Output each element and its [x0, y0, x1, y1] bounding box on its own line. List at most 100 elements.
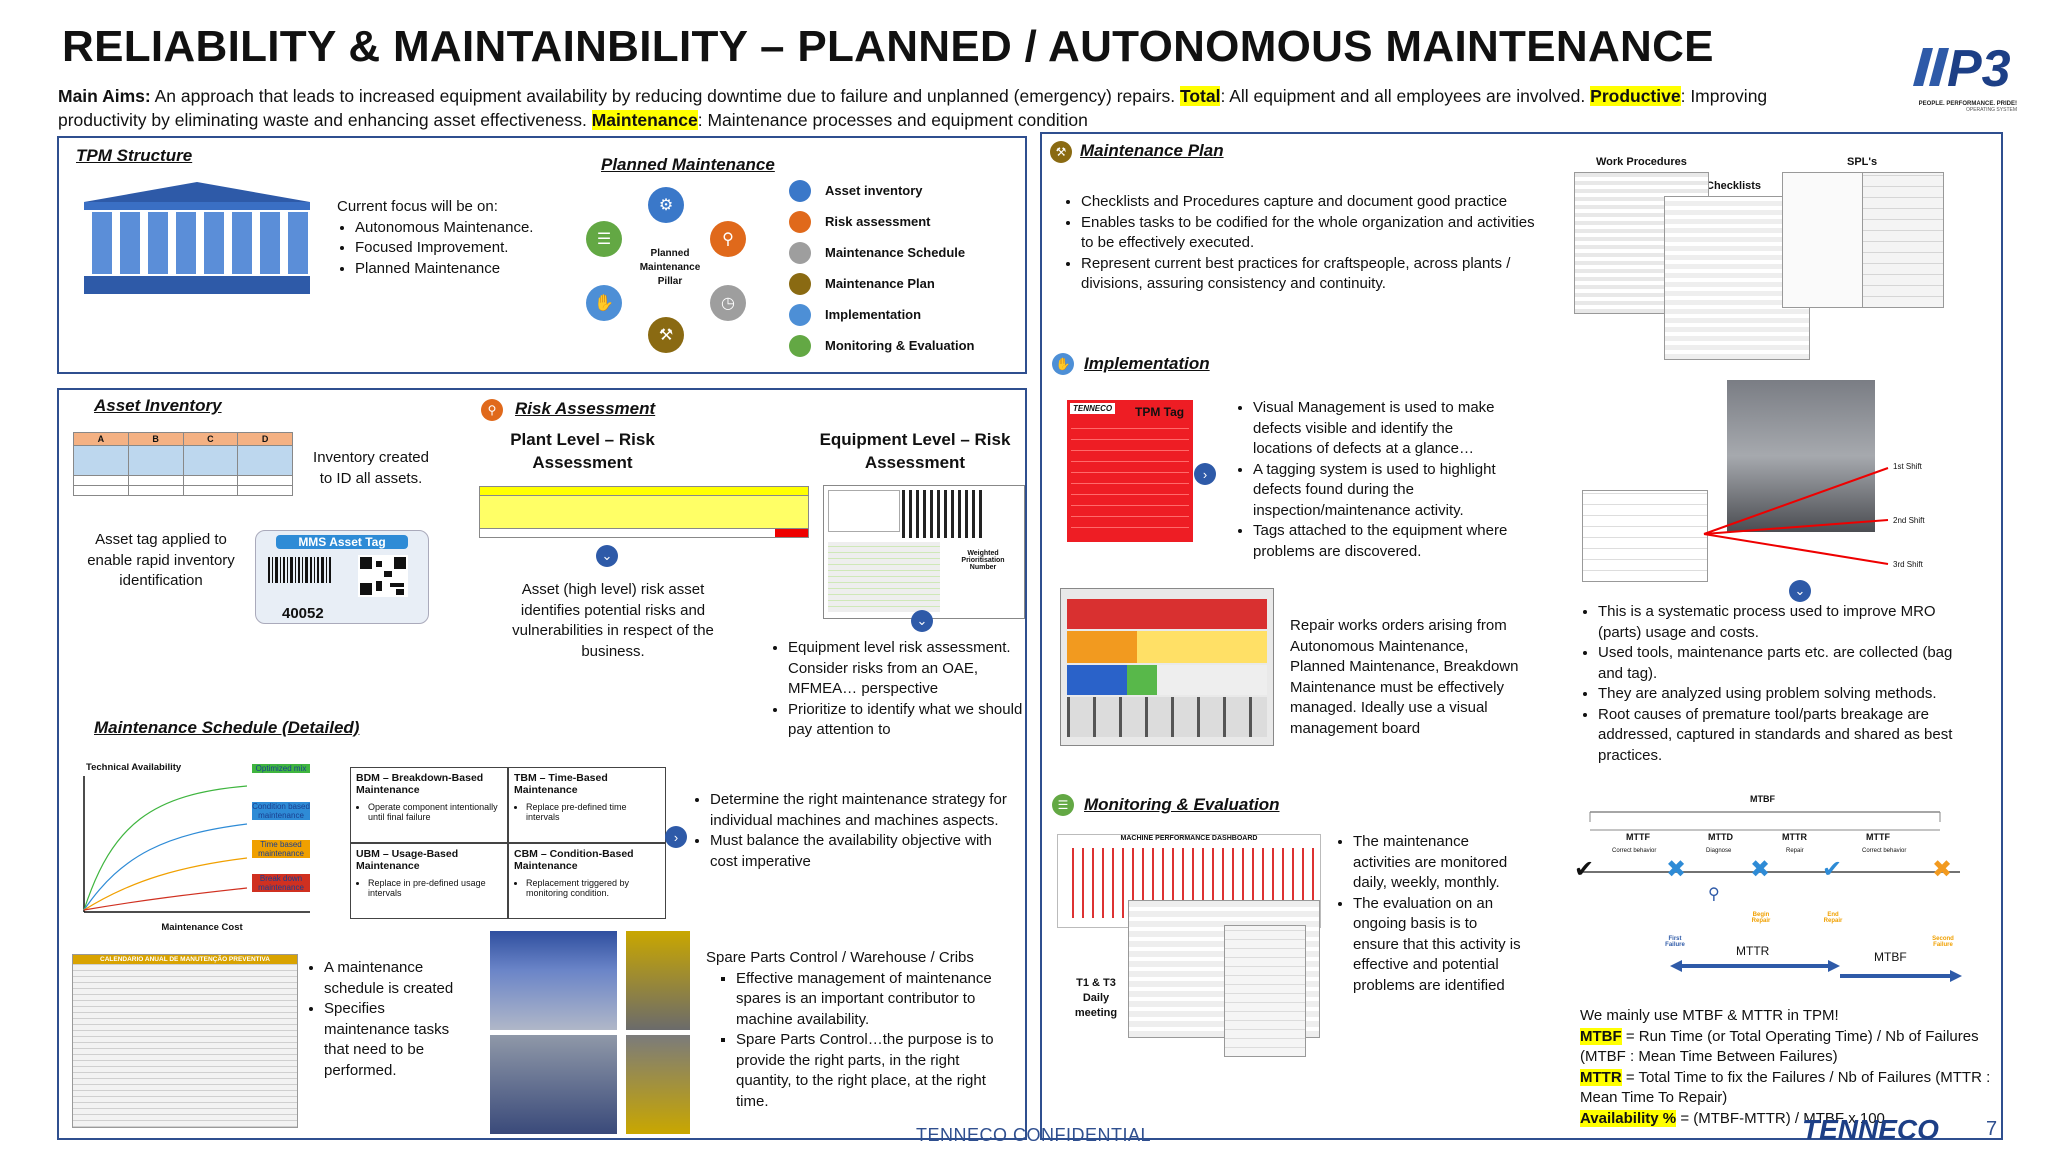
mtbf-label: MTBF — [1580, 1027, 1622, 1045]
legend-label: Implementation — [825, 307, 922, 322]
logo-tagline: PEOPLE. PERFORMANCE. PRIDE! — [1918, 101, 2017, 107]
asset-tag-text: Asset tag applied to enable rapid invent… — [87, 531, 235, 589]
dashboard-title: MACHINE PERFORMANCE DASHBOARD — [1120, 835, 1258, 842]
mtbf-row-label: MTTR — [1782, 832, 1807, 842]
visual-management-bullets: Visual Management is used to make defect… — [1235, 398, 1515, 562]
bdm-card: BDM – Breakdown-Based Maintenance Operat… — [350, 767, 508, 843]
availability-cost-chart: Technical Availability Optimized mix Con… — [72, 754, 322, 939]
visual-bullet: Tags attached to the equipment where pro… — [1253, 521, 1515, 562]
mtbf-row-label: MTTF — [1866, 832, 1890, 842]
tenneco-logo: TENNECO — [1802, 1114, 1939, 1145]
maintenance-schedule-heading: Maintenance Schedule (Detailed) — [94, 718, 360, 737]
table-col-header: C — [182, 432, 239, 446]
checklists-label: Checklists — [1706, 180, 1762, 192]
visual-board-image — [1060, 588, 1274, 746]
logo-text: P3 — [1947, 40, 2011, 96]
calendar-title: CALENDARIO ANUAL DE MANUTENÇÃO PREVENTIV… — [73, 955, 297, 964]
strategy-bullets: Determine the right maintenance strategy… — [692, 790, 1012, 872]
tbm-card: TBM – Time-Based Maintenance Replace pre… — [508, 767, 666, 843]
page-title: RELIABILITY & MAINTAINBILITY – PLANNED /… — [62, 22, 1714, 71]
checkmark-icon: ✔ — [1822, 856, 1843, 883]
monitoring-chart-image — [1224, 925, 1306, 1057]
legend-maintenance-schedule: Maintenance Schedule — [789, 237, 1009, 268]
maintenance-calendar-image: CALENDARIO ANUAL DE MANUTENÇÃO PREVENTIV… — [72, 954, 298, 1128]
asset-tag-title: MMS Asset Tag — [276, 535, 408, 549]
visual-bullet: Visual Management is used to make defect… — [1253, 398, 1515, 460]
mro-bullet: Used tools, maintenance parts etc. are c… — [1598, 643, 1980, 684]
tpm-heading: TPM Structure — [76, 146, 193, 165]
equipment-risk-title: Equipment Level – Risk Assessment — [819, 430, 1011, 472]
main-aims: Main Aims: An approach that leads to inc… — [58, 84, 1818, 132]
strategy-title: TBM – Time-Based Maintenance — [514, 772, 608, 796]
productive-text: : Improving productivity by eliminating … — [58, 86, 1768, 130]
calendar-bullet: A maintenance schedule is created — [324, 958, 456, 999]
legend-maintenance-plan: Maintenance Plan — [789, 268, 1009, 299]
chart-label-breakdown: Break down maintenance — [252, 874, 310, 892]
weighted-label: Weighted Prioritisation Number — [961, 550, 1005, 571]
board-text: Repair works orders arising from Autonom… — [1290, 617, 1519, 737]
mttr-label: MTTR — [1580, 1068, 1622, 1086]
spl-image-2 — [1862, 172, 1944, 308]
mttr-label: MTTR — [1736, 944, 1770, 958]
equipment-risk-table-image: Weighted Prioritisation Number — [823, 485, 1025, 619]
chevron-down-icon: ⌄ — [1789, 580, 1811, 602]
spl-image-1 — [1782, 172, 1874, 308]
pillar-hub-label: Planned Maintenance Pillar — [639, 248, 701, 287]
tpm-focus: Current focus will be on: Autonomous Mai… — [337, 197, 577, 279]
warehouse-photo-1 — [490, 931, 617, 1030]
maintenance-text: : Maintenance processes and equipment co… — [697, 110, 1088, 130]
implementation-icon: ✋ — [1052, 353, 1074, 375]
legend-label: Maintenance Schedule — [825, 245, 966, 260]
checkmark-icon: ✔ — [1574, 856, 1595, 883]
warehouse-photo-4 — [626, 1035, 690, 1134]
ubm-card: UBM – Usage-Based Maintenance Replace in… — [350, 843, 508, 919]
legend-risk-assessment: Risk assessment — [789, 206, 1009, 237]
mtbf-event-label: First Failure — [1665, 936, 1685, 948]
mtbf-use-text: We mainly use MTBF & MTTR in TPM! — [1580, 1007, 1839, 1024]
calendar-bullet: Specifies maintenance tasks that need to… — [324, 999, 456, 1081]
chart-label-optimized: Optimized mix — [252, 764, 310, 773]
work-procedures-label: Work Procedures — [1596, 156, 1687, 168]
mtbf-bottom-label: MTBF — [1874, 950, 1907, 964]
monitoring-bullets: The maintenance activities are monitored… — [1335, 832, 1525, 996]
plan-bullet: Represent current best practices for cra… — [1081, 254, 1543, 295]
mttr-text: = Total Time to fix the Failures / Nb of… — [1580, 1068, 1991, 1107]
chart-title: Technical Availability — [86, 762, 182, 773]
strategy-item: Replace in pre-defined usage intervals — [368, 878, 502, 898]
asset-risk-schedule-section — [57, 388, 1027, 1140]
maintenance-label: Maintenance — [591, 110, 698, 130]
legend-implementation: Implementation — [789, 299, 1009, 330]
maintenance-plan-icon — [789, 272, 811, 295]
magnifier-icon: ⚲ — [1708, 886, 1720, 903]
shift-label: 3rd Shift — [1893, 560, 1923, 569]
monitoring-evaluation-icon: ☰ — [586, 221, 622, 257]
spare-parts-intro: Spare Parts Control / Warehouse / Cribs — [706, 949, 974, 966]
productive-label: Productive — [1590, 86, 1681, 106]
table-col-header: B — [127, 432, 184, 446]
tpm-tag-image: TENNECO TPM Tag — [1067, 400, 1193, 542]
chart-label-condition: Condition based maintenance — [252, 802, 310, 820]
equipment-risk-bullets: Equipment level risk assessment. Conside… — [770, 638, 1030, 741]
asset-tag-number: 40052 — [282, 605, 324, 622]
spare-parts-bullet: Effective management of maintenance spar… — [736, 969, 1016, 1031]
plan-implementation-section — [1040, 132, 2003, 1140]
total-label: Total — [1179, 86, 1221, 106]
legend-label: Maintenance Plan — [825, 276, 935, 291]
maintenance-plan-icon: ⚒ — [1050, 141, 1072, 163]
shift-label: 1st Shift — [1893, 462, 1922, 471]
shift-label: 2nd Shift — [1893, 516, 1925, 525]
parts-form-image — [1582, 490, 1708, 582]
risk-bullet: Equipment level risk assessment. Conside… — [788, 638, 1030, 700]
plant-risk-text: Asset (high level) risk asset identifies… — [512, 581, 714, 660]
mtbf-text: = Run Time (or Total Operating Time) / N… — [1580, 1027, 1979, 1066]
availability-label: Availability % — [1580, 1109, 1677, 1127]
failure-x-icon: ✖ — [1666, 856, 1687, 883]
inventory-text: Inventory created to ID all assets. — [313, 449, 429, 487]
implementation-icon: ✋ — [586, 285, 622, 321]
strategy-title: BDM – Breakdown-Based Maintenance — [356, 772, 484, 796]
confidential-footer: TENNECO CONFIDENTIAL — [916, 1125, 1152, 1145]
strategy-item: Replacement triggered by monitoring cond… — [526, 878, 660, 898]
table-col-header: D — [237, 432, 293, 446]
tpm-focus-item: Focused Improvement. — [355, 238, 577, 259]
strategy-title: CBM – Condition-Based Maintenance — [514, 848, 634, 872]
